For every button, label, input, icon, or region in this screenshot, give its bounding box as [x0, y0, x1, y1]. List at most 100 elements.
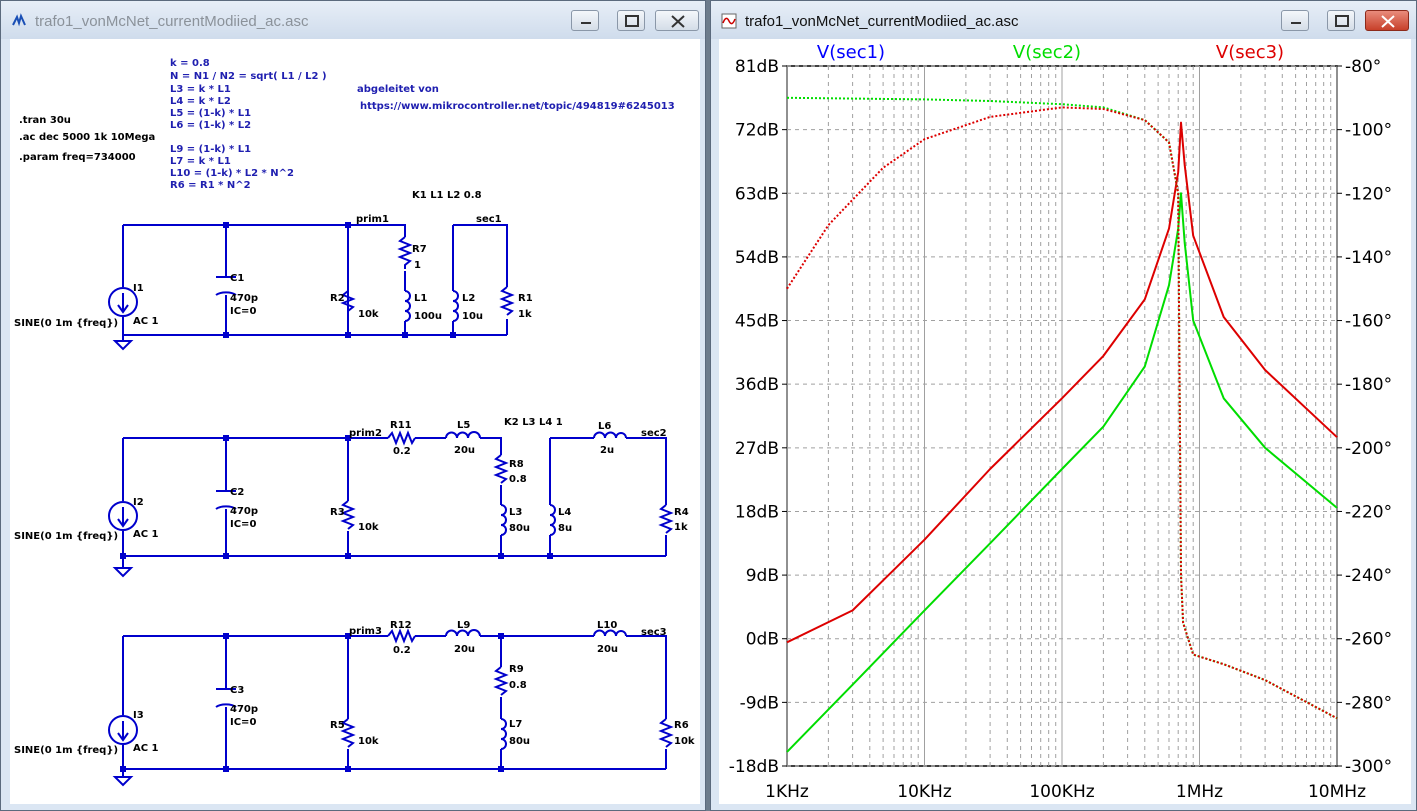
- y-tick-label: 45dB: [735, 312, 779, 332]
- net-prim2: prim2: [349, 428, 382, 439]
- label-R8-val: 0.8: [509, 474, 527, 485]
- y-tick-label: 0dB: [746, 630, 779, 650]
- net-sec2: sec2: [641, 428, 667, 439]
- label-R3-val: 10k: [358, 522, 379, 533]
- schematic-canvas[interactable]: .tran 30u .ac dec 5000 1k 10Mega .param …: [10, 39, 700, 804]
- label-R11-val: 0.2: [393, 446, 411, 457]
- y-tick-label: 27dB: [735, 439, 779, 459]
- x-tick-label: 100KHz: [1029, 782, 1094, 802]
- schematic-title: trafo1_vonMcNet_currentModiied_ac.asc: [35, 13, 309, 30]
- label-C3-val: 470p: [230, 704, 258, 715]
- label-R4: R4: [674, 507, 689, 518]
- eq-line: k = 0.8: [170, 58, 210, 69]
- label-C1-val: 470p: [230, 293, 258, 304]
- label-C2-ic: IC=0: [230, 519, 256, 530]
- label-L1: L1: [414, 293, 427, 304]
- label-I2-sine: SINE(0 1m {freq}): [14, 531, 118, 542]
- label-L9: L9: [457, 620, 470, 631]
- y2-tick-label: -200°: [1345, 439, 1392, 459]
- close-icon: [671, 15, 685, 28]
- label-L2: L2: [462, 293, 475, 304]
- close-icon: [1381, 15, 1395, 28]
- label-R3: R3: [330, 507, 345, 518]
- maximize-button[interactable]: [1327, 10, 1355, 31]
- legend-v-sec1-[interactable]: V(sec1): [817, 42, 885, 63]
- label-R1: R1: [518, 293, 533, 304]
- eq-line: L6 = (1-k) * L2: [170, 120, 251, 131]
- label-R2-val: 10k: [358, 309, 379, 320]
- y2-tick-label: -160°: [1345, 312, 1392, 332]
- y-tick-label: 18dB: [735, 502, 779, 522]
- k1-directive[interactable]: K1 L1 L2 0.8: [412, 190, 482, 201]
- source-url[interactable]: https://www.mikrocontroller.net/topic/49…: [360, 101, 675, 112]
- label-I2: I2: [133, 497, 144, 508]
- net-prim3: prim3: [349, 626, 382, 637]
- y2-tick-label: -80°: [1345, 57, 1381, 77]
- trace-v-sec2-[interactable]: [786, 192, 1338, 753]
- param-directive[interactable]: .param freq=734000: [19, 152, 136, 163]
- eq-line: L3 = k * L1: [170, 84, 231, 95]
- tran-directive[interactable]: .tran 30u: [19, 115, 71, 126]
- label-C1: C1: [230, 273, 244, 284]
- plot-titlebar[interactable]: trafo1_vonMcNet_currentModiied_ac.asc: [711, 1, 1416, 39]
- label-C1-ic: IC=0: [230, 306, 256, 317]
- label-L10: L10: [597, 620, 617, 631]
- label-L3: L3: [509, 507, 522, 518]
- trace-v-sec3-[interactable]: [786, 121, 1338, 644]
- eq-line: L4 = k * L2: [170, 96, 231, 107]
- label-L5: L5: [457, 420, 470, 431]
- net-sec3: sec3: [641, 627, 667, 638]
- y-tick-label: 9dB: [746, 566, 779, 586]
- label-L6: L6: [598, 421, 611, 432]
- close-button[interactable]: [655, 10, 699, 31]
- label-C2-val: 470p: [230, 506, 258, 517]
- label-I1: I1: [133, 283, 144, 294]
- minimize-button[interactable]: [571, 10, 599, 31]
- y2-tick-label: -280°: [1345, 693, 1392, 713]
- grid: [786, 65, 1338, 767]
- label-R4-val: 1k: [674, 522, 688, 533]
- minimize-button[interactable]: [1281, 10, 1309, 31]
- schematic-titlebar[interactable]: trafo1_vonMcNet_currentModiied_ac.asc: [1, 1, 705, 39]
- ac-directive[interactable]: .ac dec 5000 1k 10Mega: [19, 132, 155, 143]
- label-R8: R8: [509, 459, 524, 470]
- maximize-button[interactable]: [617, 10, 645, 31]
- k2-directive[interactable]: K2 L3 L4 1: [504, 417, 563, 428]
- y-tick-label: -18dB: [729, 757, 779, 777]
- label-I2-ac: AC 1: [133, 529, 159, 540]
- eq-line: L10 = (1-k) * L2 * N^2: [170, 168, 294, 179]
- ltspice-icon: [12, 13, 26, 27]
- legend-v-sec3-[interactable]: V(sec3): [1216, 42, 1284, 63]
- label-R2: R2: [330, 293, 345, 304]
- legend: V(sec1) V(sec2) V(sec3): [817, 42, 1284, 63]
- eq-line: L9 = (1-k) * L1: [170, 144, 251, 155]
- x-tick-label: 10KHz: [897, 782, 952, 802]
- axes: -18dB-9dB0dB9dB18dB27dB36dB45dB54dB63dB7…: [729, 57, 1392, 802]
- label-C2: C2: [230, 487, 244, 498]
- legend-v-sec2-[interactable]: V(sec2): [1013, 42, 1081, 63]
- bode-plot[interactable]: -18dB-9dB0dB9dB18dB27dB36dB45dB54dB63dB7…: [719, 39, 1411, 804]
- label-R7: R7: [412, 244, 427, 255]
- y2-tick-label: -240°: [1345, 566, 1392, 586]
- label-R6-val: 10k: [674, 736, 695, 747]
- label-L4: L4: [558, 507, 571, 518]
- label-R6: R6: [674, 720, 689, 731]
- label-I1-sine: SINE(0 1m {freq}): [14, 318, 118, 329]
- label-L3-val: 80u: [509, 523, 530, 534]
- label-I1-ac: AC 1: [133, 316, 159, 327]
- y2-tick-label: -100°: [1345, 121, 1392, 141]
- x-tick-label: 1KHz: [765, 782, 809, 802]
- trace-v-sec3-phase[interactable]: [786, 106, 1338, 720]
- label-L6-val: 2u: [600, 445, 614, 456]
- label-R9-val: 0.8: [509, 680, 527, 691]
- maximize-icon: [625, 15, 639, 27]
- eq-line: N = N1 / N2 = sqrt( L1 / L2 ): [170, 71, 327, 82]
- close-button[interactable]: [1365, 10, 1409, 31]
- plot-window: trafo1_vonMcNet_currentModiied_ac.asc -1…: [710, 0, 1417, 811]
- equation-block[interactable]: k = 0.8 N = N1 / N2 = sqrt( L1 / L2 ) L3…: [170, 58, 327, 191]
- y2-tick-label: -260°: [1345, 630, 1392, 650]
- maximize-icon: [1335, 15, 1349, 27]
- y2-tick-label: -120°: [1345, 184, 1392, 204]
- minimize-icon: [1291, 22, 1301, 24]
